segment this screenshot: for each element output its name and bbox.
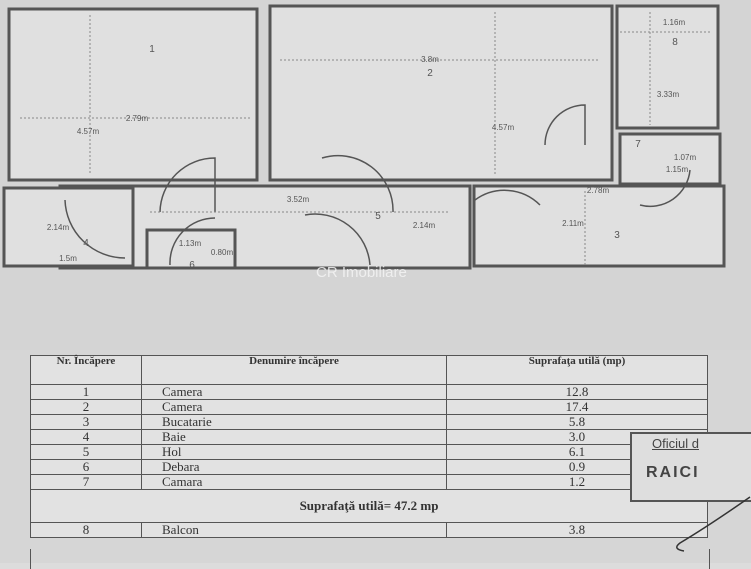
cell-name: Camera (141, 384, 447, 400)
cell-name: Debara (141, 459, 447, 475)
cell-name: Camara (141, 474, 447, 490)
stamp-line1: Oficiul d (652, 436, 699, 451)
dim-r4-h: 2.14m (47, 223, 70, 232)
dim-r8-w: 1.16m (663, 18, 686, 27)
table-header: Nr. Încăpere Denumire încăpere Suprafaţa… (30, 355, 708, 385)
cell-nr: 4 (30, 429, 142, 445)
stamp-line2: RAICI (646, 464, 700, 481)
cell-name: Balcon (141, 522, 447, 538)
room-area-table: Nr. Încăpere Denumire încăpere Suprafaţa… (30, 355, 708, 538)
cell-nr: 7 (30, 474, 142, 490)
dim-r1-w: 2.79m (126, 114, 149, 123)
cell-nr: 2 (30, 399, 142, 415)
room-number-6: 6 (189, 260, 195, 271)
dim-r8-h: 3.33m (657, 90, 680, 99)
room-number-3: 3 (614, 230, 620, 241)
cell-area: 3.8 (446, 522, 708, 538)
cell-area: 17.4 (446, 399, 708, 415)
room-number-7: 7 (635, 139, 641, 150)
dim-r2-h: 4.57m (492, 123, 515, 132)
cell-name: Bucatarie (141, 414, 447, 430)
partial-row (30, 549, 710, 569)
cell-nr: 8 (30, 522, 142, 538)
room-1 (7, 7, 259, 182)
room-7 (618, 132, 722, 186)
room-number-4: 4 (83, 238, 89, 249)
room-2 (268, 4, 614, 182)
dim-r5-w: 3.52m (287, 195, 310, 204)
header-name: Denumire încăpere (141, 355, 447, 385)
dim-r1-h: 4.57m (77, 127, 100, 136)
cell-name: Baie (141, 429, 447, 445)
official-stamp: Oficiul d RAICI (630, 432, 751, 502)
room-number-1: 1 (149, 44, 155, 55)
dim-r7-w: 1.07m (674, 153, 697, 162)
room-6 (145, 228, 237, 270)
cell-name: Hol (141, 444, 447, 460)
header-area: Suprafaţa utilă (mp) (446, 355, 708, 385)
balcony-row: 8 Balcon 3.8 (30, 522, 708, 538)
cell-nr: 6 (30, 459, 142, 475)
room-number-8: 8 (672, 37, 678, 48)
header-nr: Nr. Încăpere (30, 355, 142, 385)
dim-r5-h: 2.14m (413, 221, 436, 230)
door-swings (64, 104, 691, 266)
dim-r4-w: 1.5m (59, 254, 77, 263)
cell-nr: 5 (30, 444, 142, 460)
cell-nr: 1 (30, 384, 142, 400)
cell-nr: 3 (30, 414, 142, 430)
dim-r2-w: 3.8m (421, 55, 439, 64)
dim-r6-h: 0.80m (211, 248, 234, 257)
total-area: Suprafaţă utilă= 47.2 mp (30, 489, 708, 523)
dim-r6-w: 1.13m (179, 239, 202, 248)
cell-area: 5.8 (446, 414, 708, 430)
cell-name: Camera (141, 399, 447, 415)
watermark: CR Imobiliare (316, 264, 407, 281)
total-row: Suprafaţă utilă= 47.2 mp (30, 489, 708, 523)
room-8 (615, 4, 720, 130)
room-4 (2, 186, 135, 268)
cell-area: 12.8 (446, 384, 708, 400)
room-3 (472, 184, 726, 268)
dim-r3-w: 2.78m (587, 186, 610, 195)
room-number-2: 2 (427, 68, 433, 79)
dim-r3-h: 2.11m (562, 219, 584, 228)
signature-stroke (676, 496, 751, 552)
floor-plan: 1 2 3 4 5 6 7 8 2.79m 4.57m 3.8m 4.57m 1… (2, 4, 726, 271)
room-number-5: 5 (375, 211, 381, 222)
dim-r7-h: 1.15m (666, 165, 689, 174)
